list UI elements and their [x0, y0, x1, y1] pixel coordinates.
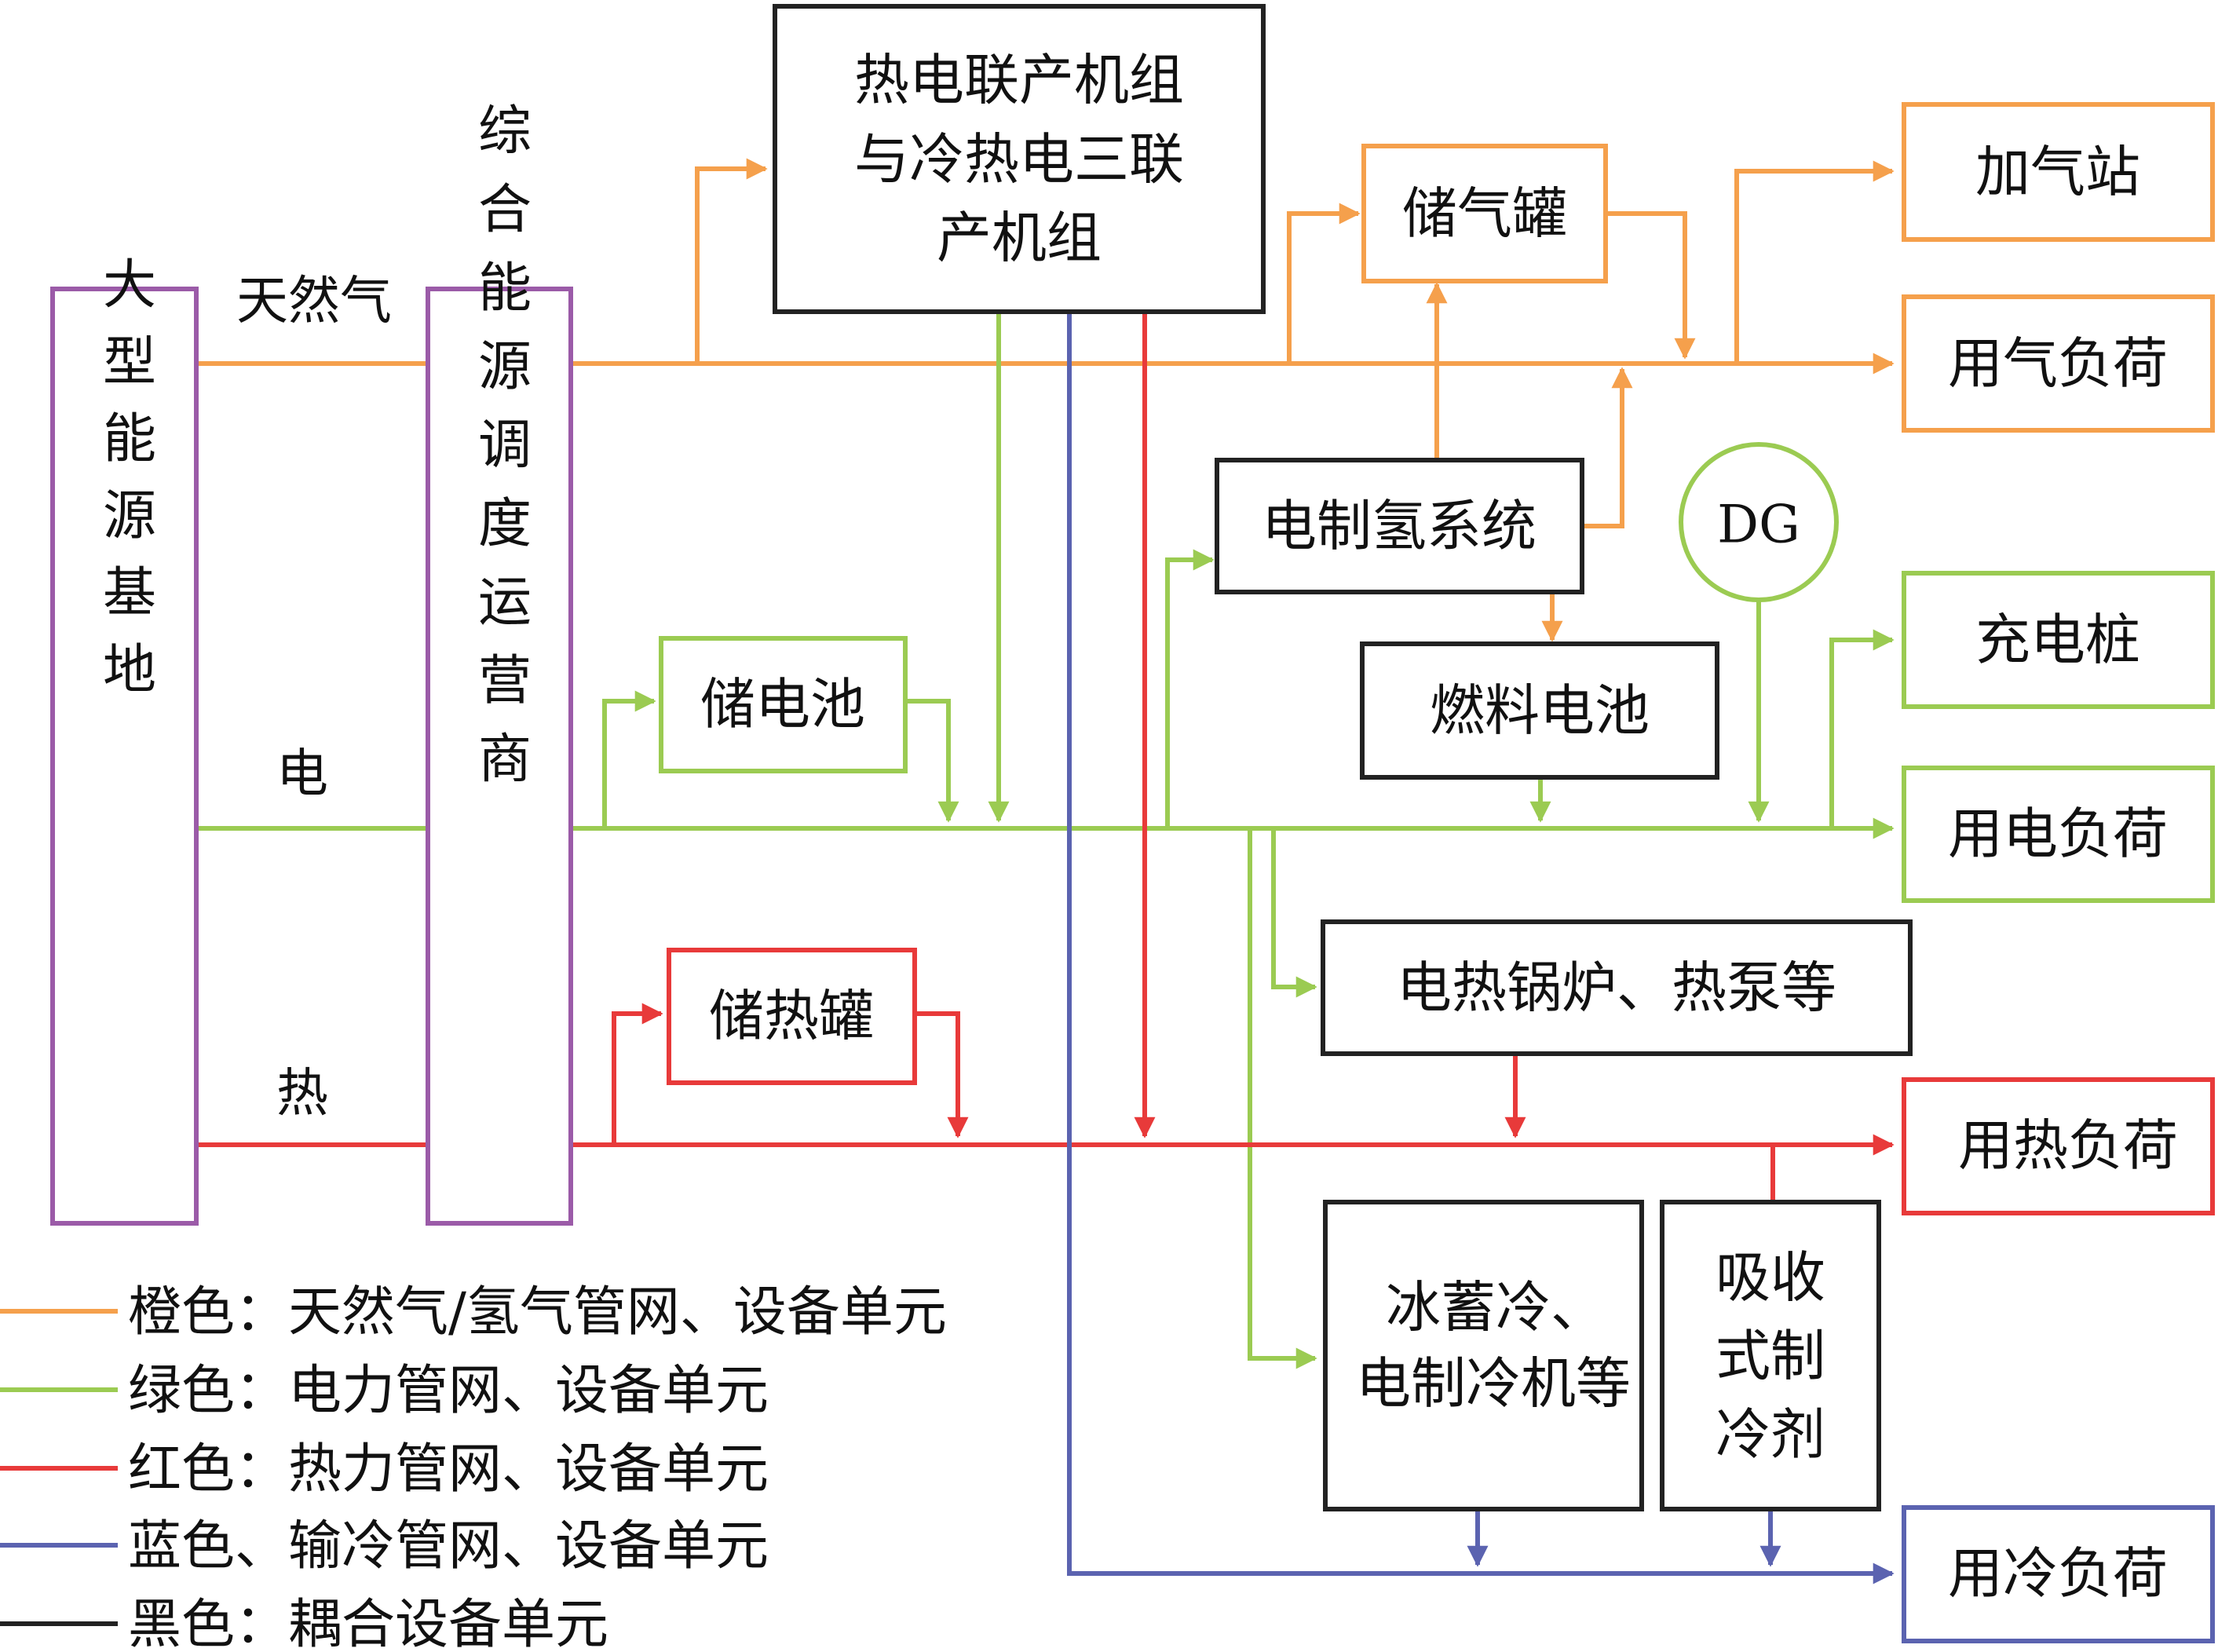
flow-label-electricity: 电	[276, 744, 328, 804]
blue-cooling-network	[1067, 312, 1895, 1584]
heat-load-node: 用热负荷	[1902, 1077, 2215, 1215]
heat-storage-node: 储热罐	[667, 948, 917, 1085]
heat-load-label: 用热负荷	[1958, 1113, 2178, 1178]
cooling-load-node: 用冷负荷	[1902, 1505, 2215, 1643]
gas-storage-label: 储气罐	[1402, 181, 1567, 246]
chp-unit-node: 热电联产机组 与冷热电三联 产机组	[773, 4, 1266, 314]
orange-gas-network	[196, 158, 1895, 642]
flow-label-gas: 天然气	[236, 271, 392, 331]
charging-pile-label: 充电桩	[1975, 608, 2140, 672]
flow-label-heat: 热	[276, 1063, 328, 1124]
legend-text-red: 红色：热力管网、设备单元	[128, 1438, 769, 1500]
ice-storage-node: 冰蓄冷、 电制冷机等	[1323, 1200, 1644, 1511]
legend-text-blue: 蓝色、输冷管网、设备单元	[128, 1515, 769, 1577]
gas-station-node: 加气站	[1902, 102, 2215, 242]
energy-base-label: 大型能源基地	[93, 256, 155, 718]
absorption-chiller-label-line2: 式制	[1716, 1324, 1825, 1388]
absorption-chiller-label-line1: 吸收	[1716, 1245, 1825, 1310]
absorption-chiller-label-line3: 冷剂	[1716, 1402, 1825, 1467]
absorption-chiller-node: 吸收 式制 冷剂	[1660, 1200, 1881, 1511]
legend-text-orange: 橙色：天然气/氢气管网、设备单元	[128, 1281, 947, 1343]
battery-node: 储电池	[659, 636, 908, 773]
charging-pile-node: 充电桩	[1902, 571, 2215, 709]
gas-load-label: 用气负荷	[1948, 331, 2168, 396]
legend: 橙色：天然气/氢气管网、设备单元 绿色：电力管网、设备单元 红色：热力管网、设备…	[0, 1281, 947, 1652]
electrolysis-label: 电制氢系统	[1262, 494, 1537, 558]
electric-boiler-node: 电热锅炉、热泵等	[1321, 919, 1913, 1056]
electric-boiler-label: 电热锅炉、热泵等	[1397, 956, 1836, 1020]
legend-text-green: 绿色：电力管网、设备单元	[128, 1360, 769, 1422]
red-heat-network	[196, 312, 1895, 1201]
power-load-node: 用电负荷	[1902, 766, 2215, 903]
electrolysis-node: 电制氢系统	[1215, 458, 1584, 594]
cooling-load-label: 用冷负荷	[1948, 1541, 2168, 1606]
dg-label: DG	[1717, 495, 1800, 555]
gas-load-node: 用气负荷	[1902, 294, 2215, 433]
ice-storage-label-line1: 冰蓄冷、	[1386, 1275, 1606, 1340]
fuel-cell-node: 燃料电池	[1360, 641, 1719, 780]
ice-storage-label-line2: 电制冷机等	[1356, 1351, 1631, 1416]
legend-text-black: 黑色：耦合设备单元	[128, 1594, 608, 1652]
chp-label-line1: 热电联产机组	[854, 48, 1184, 112]
operator-node: 综合能源调度运营商	[426, 102, 573, 1226]
fuel-cell-label: 燃料电池	[1430, 678, 1650, 743]
energy-base-node: 大型能源基地	[50, 256, 199, 1226]
operator-label: 综合能源调度运营商	[469, 102, 531, 809]
heat-storage-label: 储热罐	[709, 984, 874, 1048]
chp-label-line2: 与冷热电三联	[854, 127, 1184, 192]
green-power-network	[196, 312, 1895, 1369]
battery-label: 储电池	[700, 672, 865, 736]
gas-storage-node: 储气罐	[1361, 144, 1608, 283]
power-load-label: 用电负荷	[1948, 802, 2168, 866]
gas-station-label: 加气站	[1975, 140, 2140, 204]
chp-label-line3: 产机组	[937, 206, 1102, 270]
dg-node: DG	[1679, 442, 1839, 602]
